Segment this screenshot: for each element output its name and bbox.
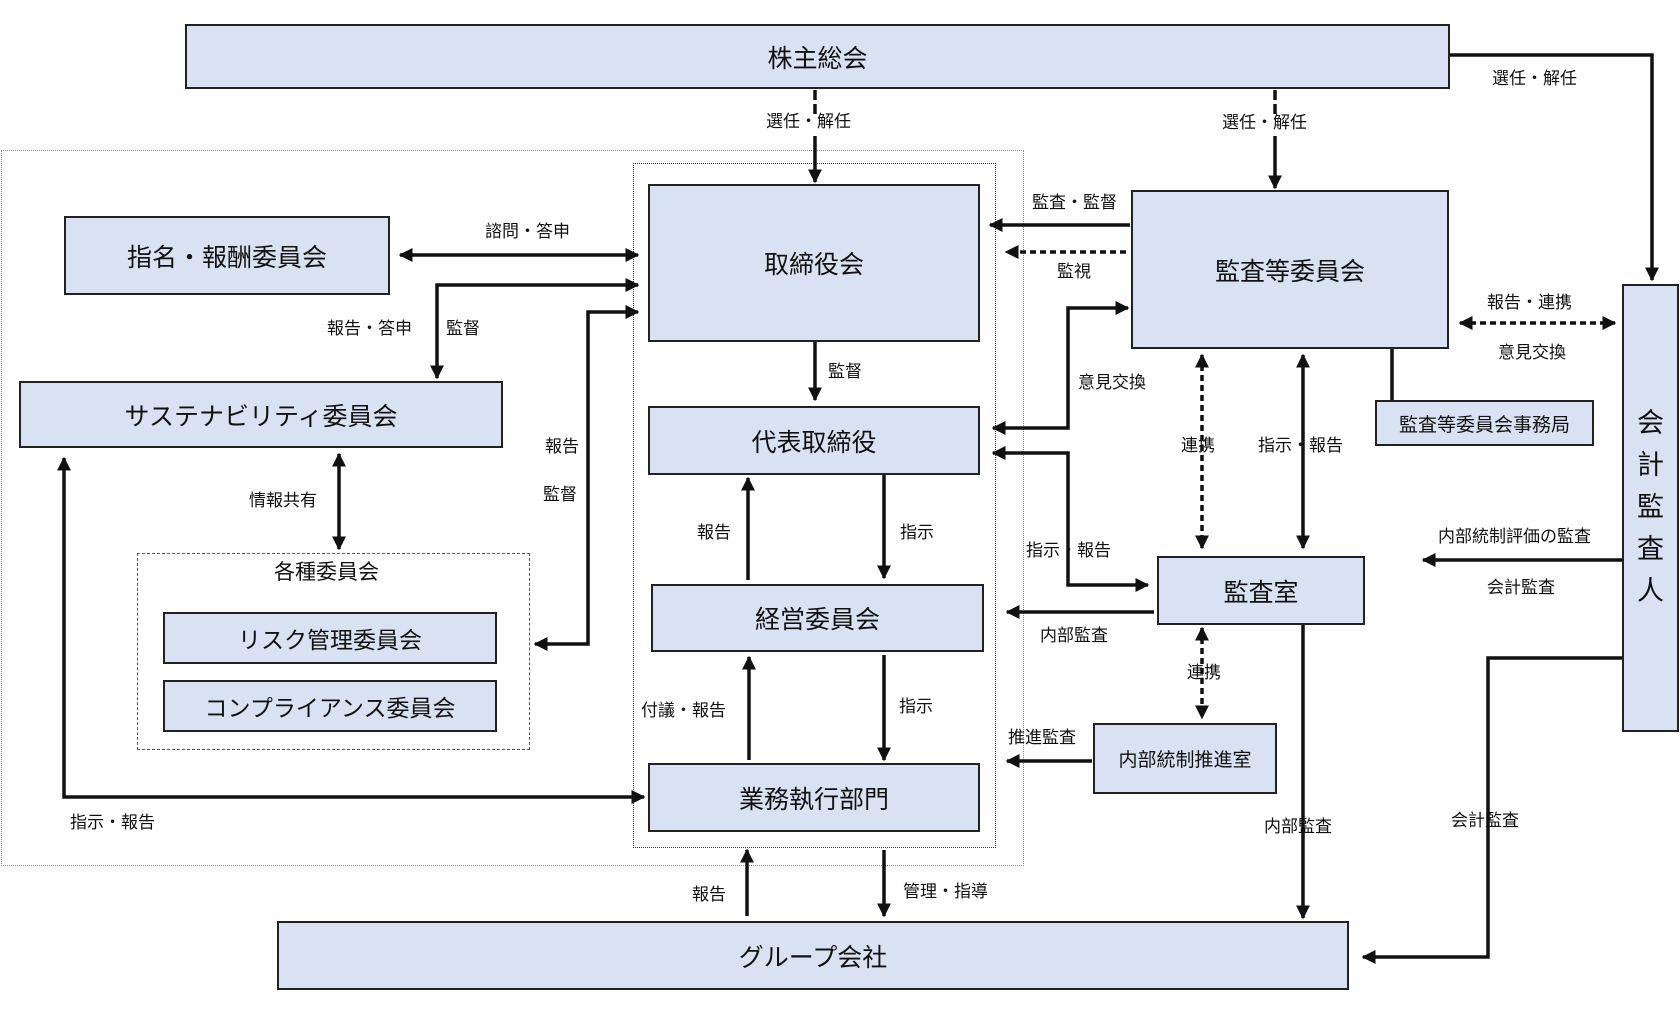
label-consult: 諮問・答申 <box>485 222 570 242</box>
label-coop-audit-office: 連携 <box>1181 436 1215 456</box>
accounting-auditor-box: 会 計 監 査 人 <box>1622 284 1679 732</box>
label-instruct-report-audit-office: 指示・報告 <box>1258 436 1343 456</box>
compliance-committee-box: コンプライアンス委員会 <box>163 680 497 732</box>
shareholders-meeting-box: 株主総会 <box>185 24 1450 89</box>
auditor-char: 会 <box>1637 408 1664 440</box>
label-accounting-audit-office: 会計監査 <box>1487 578 1555 598</box>
label-instruct-business: 指示 <box>899 697 933 717</box>
internal-control-office-box: 内部統制推進室 <box>1093 723 1277 794</box>
sustainability-committee-box: サステナビリティ委員会 <box>19 381 503 448</box>
risk-management-committee-box: リスク管理委員会 <box>163 612 497 664</box>
nomination-compensation-committee-box: 指名・報酬委員会 <box>64 216 390 295</box>
label-opinion-exchange-auditor: 意見交換 <box>1498 343 1566 363</box>
group-companies-box: グループ会社 <box>277 921 1349 990</box>
auditor-char: 人 <box>1637 575 1664 607</box>
label-supervise-committees: 監督 <box>543 485 577 505</box>
label-instruct-management: 指示 <box>900 523 934 543</box>
label-report-representative: 報告 <box>697 523 731 543</box>
label-monitor: 監視 <box>1057 262 1091 282</box>
label-instruct-report-rep: 指示・報告 <box>1026 541 1111 561</box>
auditor-char: 監 <box>1637 492 1664 524</box>
label-report-committees: 報告 <box>545 437 579 457</box>
auditor-char: 計 <box>1637 450 1664 482</box>
label-proposal-report: 付議・報告 <box>641 701 726 721</box>
label-info-share: 情報共有 <box>249 491 317 511</box>
business-execution-division-box: 業務執行部門 <box>648 763 980 832</box>
label-report-group: 報告 <box>692 885 726 905</box>
label-internal-control-eval: 内部統制評価の監査 <box>1438 527 1591 547</box>
label-report-coop: 報告・連携 <box>1487 293 1572 313</box>
committees-title: 各種委員会 <box>274 560 379 584</box>
label-instruct-report-left: 指示・報告 <box>70 813 155 833</box>
representative-director-box: 代表取締役 <box>648 406 980 475</box>
label-elect-auditor: 選任・解任 <box>1492 69 1577 89</box>
label-opinion-exchange-rep: 意見交換 <box>1078 373 1146 393</box>
auditor-char: 査 <box>1637 533 1664 565</box>
label-supervise-representative: 監督 <box>828 362 862 382</box>
label-internal-audit-group: 内部監査 <box>1264 817 1332 837</box>
board-of-directors-box: 取締役会 <box>648 184 980 342</box>
label-supervise-sustainability: 監督 <box>446 319 480 339</box>
label-elect-audit: 選任・解任 <box>1222 113 1307 133</box>
label-elect-board: 選任・解任 <box>766 112 851 132</box>
audit-supervisory-committee-box: 監査等委員会 <box>1131 190 1449 349</box>
label-internal-audit-management: 内部監査 <box>1040 626 1108 646</box>
label-manage-guide: 管理・指導 <box>903 882 988 902</box>
label-audit-supervise: 監査・監督 <box>1032 193 1117 213</box>
audit-committee-secretariat-box: 監査等委員会事務局 <box>1375 400 1594 446</box>
management-committee-box: 経営委員会 <box>651 584 984 652</box>
label-report-answer: 報告・答申 <box>327 319 412 339</box>
label-promote-audit: 推進監査 <box>1008 728 1076 748</box>
audit-office-box: 監査室 <box>1157 556 1365 625</box>
label-coop-internal-control: 連携 <box>1187 663 1221 683</box>
label-accounting-audit-group: 会計監査 <box>1451 811 1519 831</box>
